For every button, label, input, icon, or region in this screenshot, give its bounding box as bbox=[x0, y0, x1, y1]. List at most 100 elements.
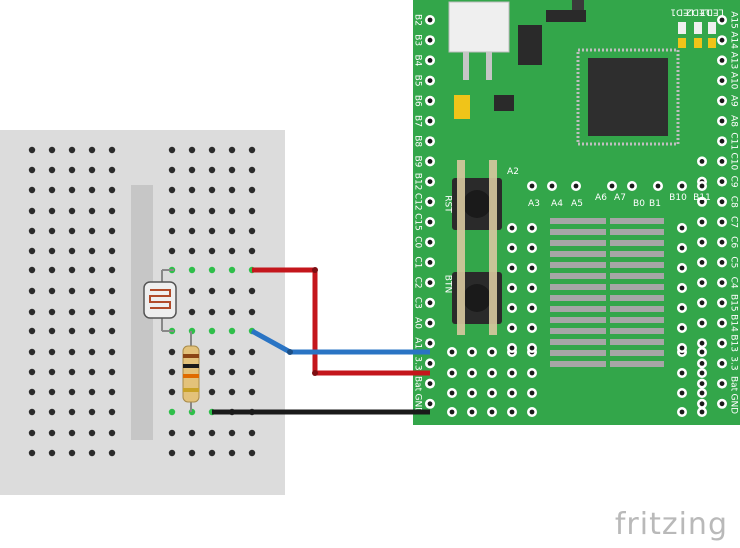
board-pin-holes bbox=[425, 15, 727, 417]
breadboard-hole bbox=[48, 348, 56, 356]
breadboard-hole bbox=[208, 327, 216, 335]
breadboard-hole bbox=[188, 227, 196, 235]
breadboard-hole bbox=[168, 227, 176, 235]
row-label: B11 bbox=[693, 193, 711, 203]
breadboard-hole bbox=[28, 166, 36, 174]
pin-label-right: C7 bbox=[729, 216, 739, 228]
breadboard-hole bbox=[48, 166, 56, 174]
pin-label-right: C8 bbox=[729, 196, 739, 208]
pin-label-right: B14 bbox=[729, 314, 739, 332]
breadboard-hole bbox=[68, 308, 76, 316]
breadboard-hole bbox=[48, 327, 56, 335]
breadboard-hole bbox=[68, 186, 76, 194]
proto-strip bbox=[610, 339, 664, 345]
breadboard-hole bbox=[228, 146, 236, 154]
breadboard-hole bbox=[28, 327, 36, 335]
row-label: A6 bbox=[595, 193, 607, 203]
breadboard-hole bbox=[248, 227, 256, 235]
breadboard-hole bbox=[48, 146, 56, 154]
breadboard-hole bbox=[48, 227, 56, 235]
pin-label-right: C11 bbox=[729, 132, 739, 150]
breadboard-hole bbox=[28, 408, 36, 416]
pin-label-left: B6 bbox=[413, 95, 423, 107]
breadboard-hole bbox=[68, 348, 76, 356]
breadboard-hole bbox=[208, 449, 216, 457]
breadboard-hole bbox=[228, 348, 236, 356]
breadboard-hole bbox=[228, 247, 236, 255]
breadboard-hole bbox=[48, 266, 56, 274]
breadboard-hole bbox=[88, 429, 96, 437]
breadboard-hole bbox=[168, 247, 176, 255]
breadboard-hole bbox=[208, 368, 216, 376]
breadboard-hole bbox=[228, 308, 236, 316]
breadboard-hole bbox=[188, 308, 196, 316]
board-pin-labels: B2B3B4B5B6B7B8B9B12C12C15C0C1C2C3A0A13.3… bbox=[413, 7, 739, 415]
breadboard-hole bbox=[208, 207, 216, 215]
breadboard-hole bbox=[248, 308, 256, 316]
breadboard-hole bbox=[168, 368, 176, 376]
pin-label-right: C5 bbox=[729, 256, 739, 268]
proto-strip bbox=[610, 218, 664, 224]
breadboard-hole bbox=[68, 429, 76, 437]
breadboard-hole bbox=[28, 348, 36, 356]
pin-label-right: 3.3 bbox=[729, 356, 739, 370]
pin-label-left: B9 bbox=[413, 155, 423, 167]
breadboard-hole bbox=[28, 227, 36, 235]
row-label: B10 bbox=[669, 193, 687, 203]
breadboard-hole bbox=[228, 388, 236, 396]
a2-label: A2 bbox=[507, 167, 519, 177]
pin-label-right: C4 bbox=[729, 277, 739, 289]
pin-label-right: A10 bbox=[729, 72, 739, 90]
pin-label-left: B5 bbox=[413, 75, 423, 87]
led-label: LED1 bbox=[670, 7, 693, 17]
breadboard-hole bbox=[88, 146, 96, 154]
breadboard-hole bbox=[108, 429, 116, 437]
button-label: RST bbox=[443, 195, 453, 213]
breadboard-hole bbox=[108, 247, 116, 255]
breadboard-hole bbox=[48, 368, 56, 376]
breadboard-hole bbox=[248, 368, 256, 376]
row-label: A7 bbox=[614, 193, 626, 203]
proto-strip bbox=[610, 350, 664, 356]
breadboard-hole bbox=[88, 449, 96, 457]
proto-strip bbox=[550, 328, 606, 334]
breadboard-hole bbox=[228, 287, 236, 295]
pin-label-left: A1 bbox=[413, 337, 423, 349]
breadboard-hole bbox=[28, 186, 36, 194]
proto-strip bbox=[550, 306, 606, 312]
breadboard-hole bbox=[108, 388, 116, 396]
breadboard-hole bbox=[248, 388, 256, 396]
breadboard-hole bbox=[28, 308, 36, 316]
proto-strip bbox=[550, 251, 606, 257]
proto-strip bbox=[550, 295, 606, 301]
breadboard-hole bbox=[228, 449, 236, 457]
breadboard-holes bbox=[28, 146, 256, 457]
proto-strip bbox=[610, 229, 664, 235]
photoresistor bbox=[143, 269, 177, 332]
breadboard-hole bbox=[28, 368, 36, 376]
breadboard-hole bbox=[108, 368, 116, 376]
pin-label-left: B3 bbox=[413, 34, 423, 46]
breadboard-hole bbox=[208, 227, 216, 235]
breadboard-hole bbox=[248, 449, 256, 457]
breadboard-hole bbox=[88, 166, 96, 174]
breadboard-hole bbox=[188, 266, 196, 274]
breadboard-hole bbox=[208, 247, 216, 255]
breadboard-hole bbox=[48, 449, 56, 457]
breadboard-hole bbox=[168, 449, 176, 457]
pin-label-right: A14 bbox=[729, 31, 739, 49]
pin-label-left: C12 bbox=[413, 193, 423, 211]
breadboard-hole bbox=[48, 408, 56, 416]
pin-label-left: B12 bbox=[413, 173, 423, 191]
breadboard-hole bbox=[188, 166, 196, 174]
breadboard-hole bbox=[88, 408, 96, 416]
pin-label-right: A15 bbox=[729, 11, 739, 29]
breadboard-hole bbox=[68, 247, 76, 255]
pin-label-left: C15 bbox=[413, 213, 423, 231]
proto-strip bbox=[610, 273, 664, 279]
breadboard-hole bbox=[248, 348, 256, 356]
wire-red bbox=[252, 267, 430, 376]
breadboard-hole bbox=[248, 166, 256, 174]
breadboard-hole bbox=[48, 429, 56, 437]
